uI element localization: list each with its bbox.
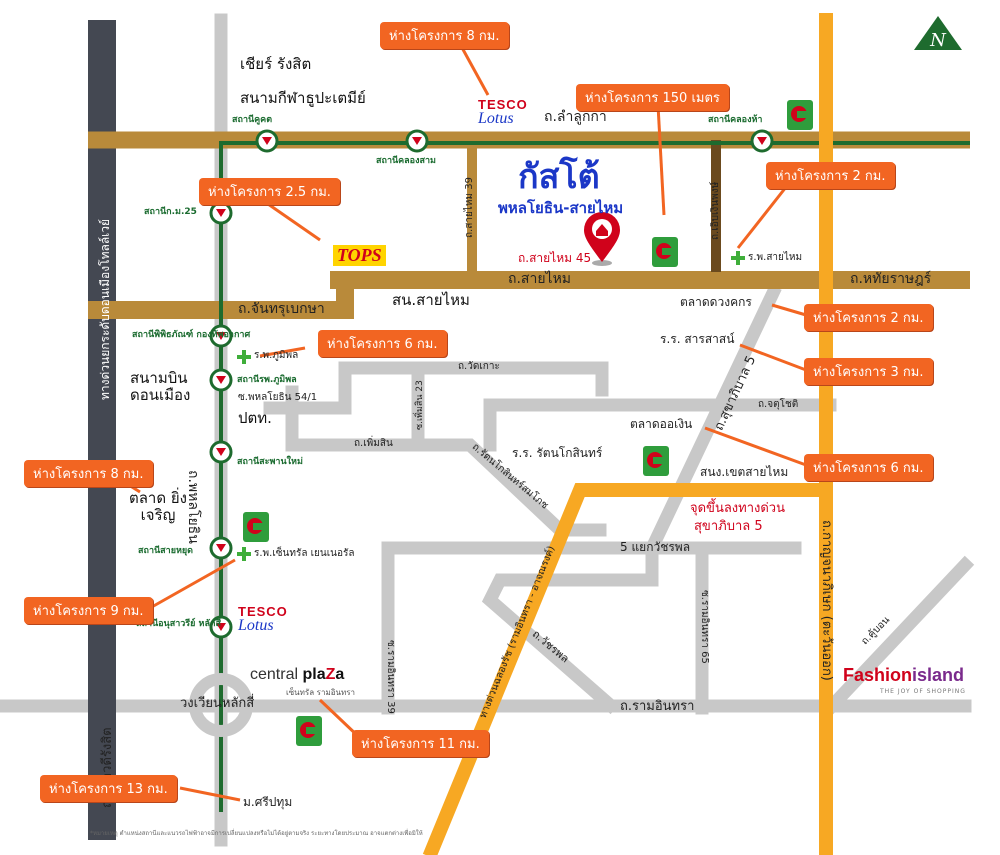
road-ku-bon: [820, 555, 975, 718]
station-markers: [209, 129, 774, 639]
place-sai-mai-district: สน.สายไหม: [392, 291, 470, 309]
station-label-sai-yud: สถานีสายหยุด: [138, 546, 194, 556]
road-sukhaphiban-5: [645, 284, 782, 582]
place-cheer: เชียร์ รังสิต: [240, 55, 312, 73]
road-label-chu-chot: ถ.จตุโชติ: [758, 399, 799, 410]
big-c-icon: [243, 512, 269, 542]
fashion-island-tagline: THE JOY OF SHOPPING: [880, 688, 966, 695]
callout-sai-yud-9km: ห่างโครงการ 9 กม.: [24, 597, 153, 624]
place-sai-mai-district-office: สนง.เขตสายไหม: [700, 465, 789, 479]
station-label-khu-khot: สถานีคูคต: [232, 115, 273, 125]
junction-label-watcharaphon: 5 แยกวัชรพล: [620, 540, 691, 554]
svg-text:N: N: [929, 30, 947, 51]
road-label-hathai-rat: ถ.หทัยราษฎร์: [850, 271, 932, 287]
place-sarasas: ร.ร. สารสาสน์: [660, 332, 735, 346]
station-label-khlong-sam: สถานีคลองสาม: [376, 156, 436, 166]
laksi-circle: [189, 673, 253, 737]
big-c-icon: [643, 446, 669, 476]
callout-sarasas-3km: ห่างโครงการ 3 กม.: [804, 358, 933, 385]
road-label-ram-inthra: ถ.รามอินทรา: [620, 699, 695, 714]
callout-bhumibol-6km: ห่างโครงการ 6 กม.: [318, 330, 447, 357]
place-ying-charoen: ตลาด ยิ่งเจริญ: [129, 489, 187, 524]
station-label-bhumibol: สถานีรพ.ภูมิพล: [237, 375, 297, 385]
place-laksi-circle: วงเวียนหลักสี่: [180, 696, 255, 711]
tollway-band: [88, 20, 116, 840]
footnote: *หมายเหตุ ตำแหน่งสถานีและแนวรถไฟฟ้าอาจมี…: [90, 830, 423, 837]
station-label-saphan-mai: สถานีสะพานใหม่: [237, 457, 303, 467]
hospital-cross-icon: [731, 251, 745, 265]
road-label-lam-luk-ka: ถ.ลำลูกกา: [544, 109, 607, 125]
road-label-phaeng-sin: ถ.เพิ่มสิน: [354, 438, 393, 449]
road-label-ram-inthra-65: ซ.รามอินทรา 65: [699, 590, 710, 664]
station-icons: [216, 137, 767, 631]
ramp-label-2: สุขาภิบาล 5: [694, 519, 763, 534]
road-label-chan-kasem: ถ.จันทรุเบกษา: [238, 301, 325, 317]
place-bhumibol-hospital: ร.พ.ภูมิพล: [254, 350, 299, 361]
place-thupatemi: สนามกีฬาธูปะเตมีย์: [240, 89, 366, 107]
hospital-cross-icon: [237, 350, 251, 364]
callout-central-11km: ห่างโครงการ 11 กม.: [352, 730, 489, 757]
project-title: กัสโต้: [518, 157, 600, 197]
callout-tesco-lamlukka: ห่างโครงการ 8 กม.: [380, 22, 509, 49]
central-plaza-logo: central plaZa: [250, 666, 345, 683]
place-don-mueang-airport: สนามบิน ดอนเมือง: [130, 369, 191, 404]
big-c-icon: [787, 100, 813, 130]
place-sai-mai-hospital: ร.พ.สายไหม: [748, 252, 803, 263]
project-pin[interactable]: [584, 212, 620, 266]
road-label-sai-mai: ถ.สายไหม: [508, 271, 572, 287]
station-label-museum: สถานีพิพิธภัณฑ์ กองทัพอากาศ: [132, 330, 251, 340]
road-phaeng-sin: [285, 385, 607, 537]
place-dong-korn-market: ตลาดดวงคกร: [680, 295, 752, 309]
project-subtitle: พหลโยธิน-สายไหม: [498, 199, 624, 217]
place-sripatum: ม.ศรีปทุม: [243, 795, 293, 809]
place-or-ngern-market: ตลาดออเงิน: [630, 417, 693, 431]
road-label-ram-inthra-39: ซ.รามอินทรา 39: [385, 640, 396, 714]
road-label-phahon-54-1: ซ.พหลโยธิน 54/1: [238, 392, 318, 403]
road-label-tollway: ทางด่วนยกระดับดอนเมืองโทลล์เวย์: [98, 218, 112, 400]
road-label-wat-ko: ถ.วัดเกาะ: [458, 361, 500, 372]
road-label-kanchanaphisek: ถ.กาญจนาภิเษก (ตะวันออก): [819, 520, 834, 681]
road-wat-ko: [338, 361, 609, 397]
station-label-km25: สถานีก.ม.25: [144, 207, 197, 217]
callout-sripatum-13km: ห่างโครงการ 13 กม.: [40, 775, 177, 802]
road-label-or-ngern: ถ.เอิบเงินพงษ์: [710, 181, 721, 240]
road-chan-kasem: [88, 280, 354, 319]
road-label-phaeng-sin-23: ซ.เพิ่มสิน 23: [415, 380, 425, 430]
place-ratana-kosin-school: ร.ร. รัตนโกสินทร์: [512, 446, 603, 460]
station-label-khlong-ha: สถานีคลองห้า: [708, 115, 763, 125]
callout-leaders: [104, 43, 807, 802]
callout-bigc-150m: ห่างโครงการ 150 เมตร: [576, 84, 729, 111]
callout-or-ngern-6km: ห่างโครงการ 6 กม.: [804, 454, 933, 481]
place-central-hospital: ร.พ.เซ็นทรัล เยนเนอรัล: [254, 548, 355, 559]
project-pin-label: ถ.สายไหม 45: [518, 251, 592, 265]
place-ptt: ปตท.: [238, 409, 272, 427]
big-c-icon: [652, 237, 678, 267]
central-plaza-subtitle: เซ็นทรัล รามอินทรา: [286, 688, 356, 697]
station-label-anusawari: สถานีอนุสาวรีย์ หลักสี่: [136, 619, 221, 629]
tops-logo: TOPS: [333, 245, 386, 266]
callout-dong-korn-2km: ห่างโครงการ 2 กม.: [804, 304, 933, 331]
hospital-cross-icon: [237, 547, 251, 561]
big-c-icon: [296, 716, 322, 746]
callout-ying-charoen-8km: ห่างโครงการ 8 กม.: [24, 460, 153, 487]
callout-bigc-2km: ห่างโครงการ 2 กม.: [766, 162, 895, 189]
ramp-label-1: จุดขึ้นลงทางด่วน: [690, 501, 785, 516]
fashion-island-logo: Fashionisland: [843, 665, 965, 685]
road-label-sai-mai-39: ถ.สายไหม 39: [464, 177, 475, 238]
callout-tops-2-5km: ห่างโครงการ 2.5 กม.: [199, 178, 340, 205]
compass-north-icon: N: [914, 16, 962, 51]
bts-green-line: [219, 141, 970, 812]
